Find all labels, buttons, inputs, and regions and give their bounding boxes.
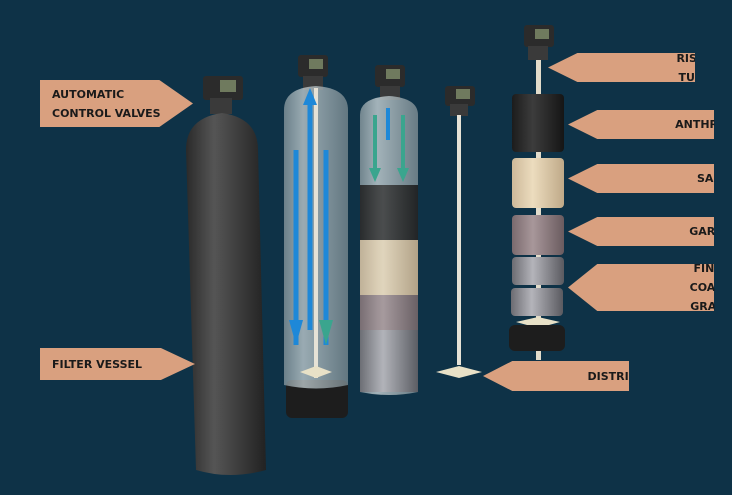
label-line: FINE & COARSE: [689, 262, 732, 294]
filter-vessel-tank: [186, 113, 266, 475]
label-text: RISER TUBE: [676, 51, 713, 84]
label-text: FILTER VESSEL: [52, 357, 143, 371]
clear-tank-backwash: [284, 86, 348, 418]
label-sand: SAND: [568, 164, 715, 193]
label-fine-coarse-gravel: FINE & COARSE GRAVEL: [568, 264, 715, 311]
label-riser-tube: RISER TUBE: [548, 53, 695, 82]
label-text: GARNET: [689, 225, 732, 238]
label-line: CONTROL VALVES: [52, 106, 161, 120]
label-text: DISTRIBUTOR: [587, 369, 672, 383]
control-valve-icon: [203, 25, 554, 116]
media-filled-tank: [360, 96, 418, 395]
distributor-riser-tube: [436, 115, 482, 378]
label-line: GRAVEL: [690, 300, 732, 313]
label-filter-vessel: FILTER VESSEL: [40, 348, 195, 380]
label-text: SAND: [697, 172, 732, 185]
label-automatic-control-valves: AUTOMATIC CONTROL VALVES: [40, 80, 193, 127]
exploded-media-stack: [509, 60, 565, 360]
label-text: ANTHRACITE: [675, 118, 732, 131]
label-distributor: DISTRIBUTOR: [483, 361, 630, 391]
label-garnet: GARNET: [568, 217, 715, 246]
label-line: AUTOMATIC: [52, 87, 125, 101]
label-anthracite: ANTHRACITE: [568, 110, 715, 139]
